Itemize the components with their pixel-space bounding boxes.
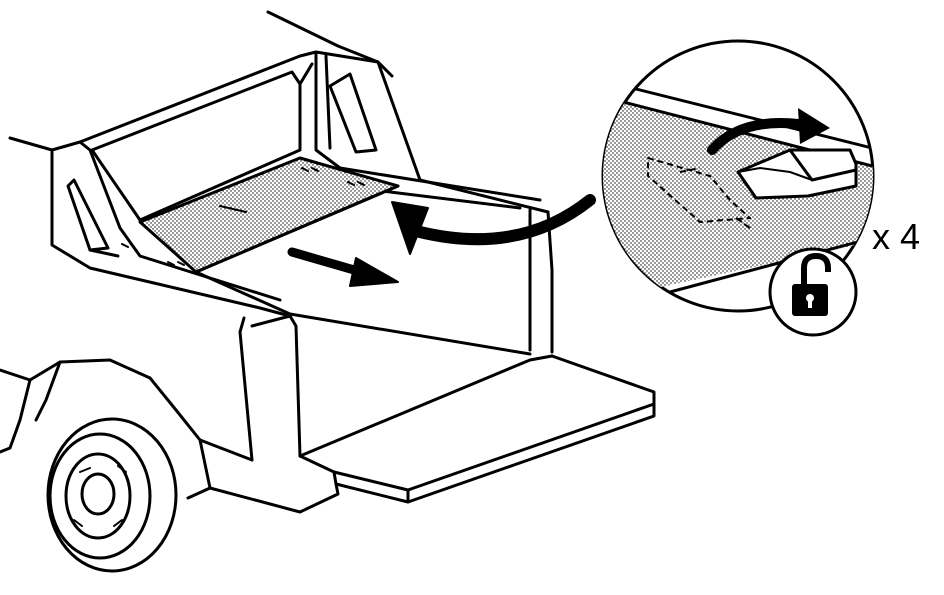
bed-interior (194, 270, 656, 504)
rotate-arrow-icon (707, 108, 830, 155)
bed-floor-liner (121, 156, 400, 274)
rear-wheel (46, 417, 178, 573)
unlock-padlock-icon (768, 247, 858, 337)
slide-direction-arrow-icon (287, 247, 399, 287)
return-arrow-icon (391, 194, 596, 255)
rear-fender (0, 358, 340, 514)
quantity-multiplier-label: x 4 (872, 216, 921, 257)
truck-cab (8, 10, 380, 152)
